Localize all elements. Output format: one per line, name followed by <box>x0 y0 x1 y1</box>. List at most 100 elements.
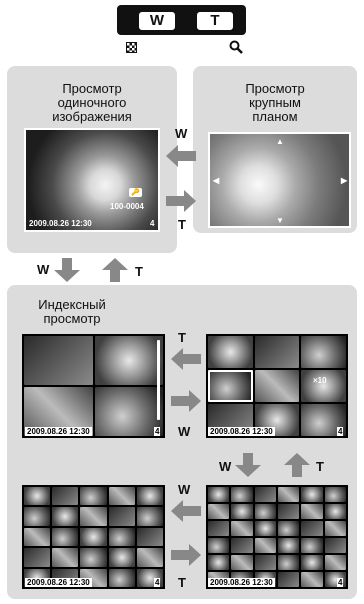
index25-datetime: 2009.08.26 12:30 <box>25 578 92 587</box>
index4-datetime: 2009.08.26 12:30 <box>25 427 92 436</box>
thumb <box>108 487 135 506</box>
thumb <box>208 521 230 536</box>
thumb <box>52 487 79 506</box>
thumb <box>136 487 163 506</box>
thumb <box>278 538 300 553</box>
t-key[interactable]: T <box>195 10 235 32</box>
label-t-lower: T <box>316 459 324 474</box>
thumb <box>301 572 323 587</box>
index-title: Индексный просмотр <box>38 297 106 326</box>
thumb <box>231 521 253 536</box>
index-grid-4 <box>22 334 165 438</box>
thumb <box>324 538 346 553</box>
thumb <box>278 572 300 587</box>
thumb <box>136 527 163 547</box>
thumb <box>136 548 163 567</box>
w-key[interactable]: W <box>137 10 177 32</box>
zoom-badge: ×10 <box>313 376 327 385</box>
thumb <box>80 548 107 567</box>
thumb <box>301 504 323 519</box>
arrow-down-to-index <box>54 258 80 282</box>
thumb <box>24 507 51 526</box>
thumb <box>24 548 51 567</box>
single-count: 4 <box>150 219 155 228</box>
arrow-up-lower <box>284 453 310 477</box>
thumb <box>324 504 346 519</box>
arrow-right-index <box>171 390 201 412</box>
thumb <box>278 487 300 502</box>
thumb <box>301 555 323 570</box>
thumb <box>324 487 346 502</box>
thumb <box>108 548 135 567</box>
label-w-upper: W <box>175 126 188 141</box>
thumb <box>301 538 323 553</box>
arrow-left-bottom <box>171 500 201 522</box>
index36-count: 4 <box>337 578 344 587</box>
thumb <box>254 521 276 536</box>
scroll-down-icon: ▼ <box>276 216 284 225</box>
label-w-down: W <box>37 262 50 277</box>
thumb <box>94 336 163 385</box>
thumb <box>278 555 300 570</box>
thumb <box>301 487 323 502</box>
thumb <box>231 538 253 553</box>
thumb <box>24 336 93 385</box>
arrow-right-to-closeup <box>166 190 196 212</box>
thumb-selected <box>208 370 253 402</box>
thumb <box>324 521 346 536</box>
scroll-up-icon: ▲ <box>276 137 284 146</box>
thumb <box>254 504 276 519</box>
thumb <box>301 521 323 536</box>
index9-datetime: 2009.08.26 12:30 <box>208 427 275 436</box>
index-grid-36 <box>206 485 348 589</box>
thumb <box>52 527 79 547</box>
thumb <box>208 487 230 502</box>
index36-datetime: 2009.08.26 12:30 <box>208 578 275 587</box>
label-t-bottom: T <box>178 575 186 590</box>
thumb <box>80 487 107 506</box>
thumb <box>254 370 300 402</box>
arrow-left-to-single <box>166 145 196 167</box>
scroll-left-icon: ◀ <box>213 176 220 185</box>
arrow-up-to-single <box>102 258 128 282</box>
arrow-right-bottom <box>171 544 201 566</box>
scrollbar <box>157 340 160 420</box>
thumb <box>278 504 300 519</box>
index4-count: 4 <box>154 427 161 436</box>
index25-count: 4 <box>154 578 161 587</box>
thumb <box>301 370 346 402</box>
thumb <box>52 507 79 526</box>
scroll-right-icon: ▶ <box>341 176 348 185</box>
thumb <box>231 555 253 570</box>
thumb <box>254 538 276 553</box>
file-number: 100-0004 <box>110 202 144 211</box>
magnifier-icon <box>229 40 243 54</box>
thumb <box>231 504 253 519</box>
thumb <box>301 336 346 368</box>
thumb <box>231 487 253 502</box>
thumb <box>278 521 300 536</box>
thumb <box>108 568 135 587</box>
index-grid-25 <box>22 485 165 589</box>
thumb <box>108 507 135 526</box>
thumb <box>254 487 276 502</box>
thumb <box>80 507 107 526</box>
thumb <box>24 487 51 506</box>
thumb <box>108 527 135 547</box>
arrow-left-index <box>171 348 201 370</box>
index-grid-9 <box>206 334 348 438</box>
single-view-screen: 🔑 100-0004 2009.08.26 12:30 4 <box>24 128 160 232</box>
thumb <box>24 527 51 547</box>
close-up-screen: ▲ ▼ ◀ ▶ <box>208 132 351 228</box>
close-up-title: Просмотр крупным планом <box>245 81 305 124</box>
thumb <box>254 336 300 368</box>
label-w-index: W <box>178 424 191 439</box>
label-w-lower: W <box>219 459 232 474</box>
thumb <box>94 387 163 436</box>
thumb <box>208 336 253 368</box>
thumb <box>208 504 230 519</box>
label-w-bottom: W <box>178 482 191 497</box>
single-view-title: Просмотр одиночного изображения <box>52 81 132 124</box>
protect-icon: 🔑 <box>129 188 142 197</box>
thumb <box>254 555 276 570</box>
